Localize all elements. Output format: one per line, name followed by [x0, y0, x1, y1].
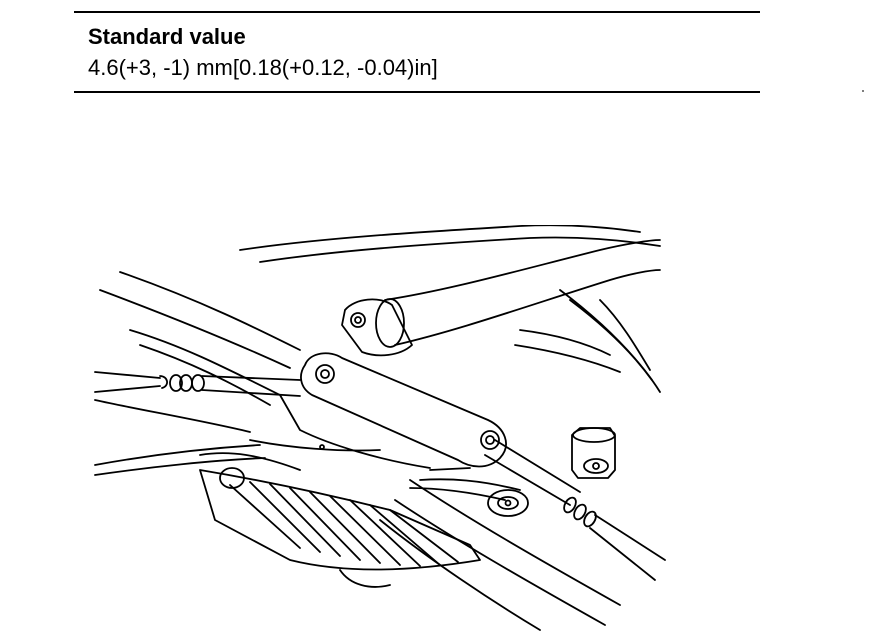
- bottom-rule: [74, 91, 760, 93]
- spec-title: Standard value: [88, 24, 246, 49]
- suspension-link-illustration: [94, 225, 666, 631]
- speck-mark: [862, 90, 864, 92]
- top-rule: [74, 11, 760, 13]
- spec-value: 4.6(+3, -1) mm[0.18(+0.12, -0.04)in]: [88, 55, 438, 80]
